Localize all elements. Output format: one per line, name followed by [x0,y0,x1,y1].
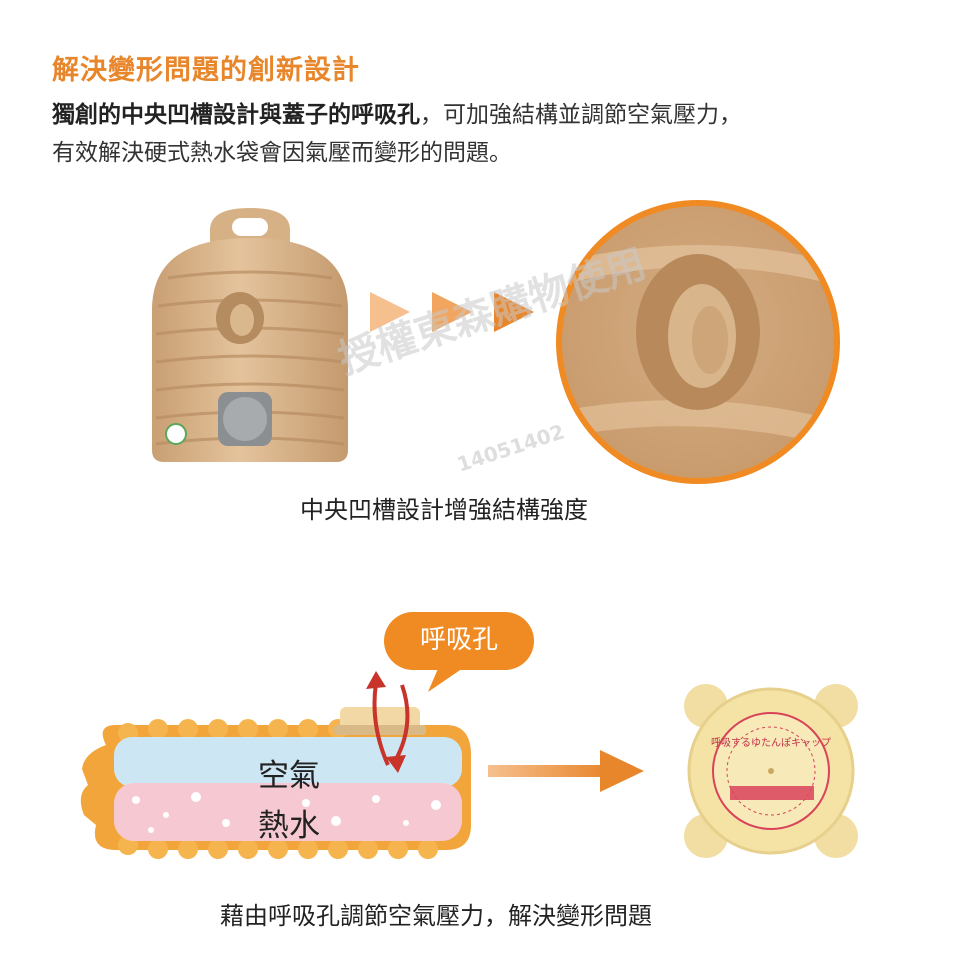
bottle-cross-section-image [80,671,472,859]
cap-text: 呼吸するゆたんぽキャップ [711,737,831,749]
watermark-code: 14051402 [454,419,568,477]
caption-bottom: 藉由呼吸孔調節空氣壓力，解決變形問題 [220,902,652,930]
breathing-cap-image: 呼吸するゆたんぽキャップ [684,684,858,858]
page-title: 解決變形問題的創新設計 [52,55,360,86]
description-bold: 獨創的中央凹槽設計與蓋子的呼吸孔 [52,102,420,128]
description: 獨創的中央凹槽設計與蓋子的呼吸孔，可加強結構並調節空氣壓力， 有效解決硬式熱水袋… [52,96,742,172]
air-label: 空氣 [258,758,320,794]
triangle-arrow-icon [370,292,534,332]
right-arrow-icon [488,750,644,792]
description-line-2: 有效解決硬式熱水袋會因氣壓而變形的問題。 [52,140,512,166]
hot-water-bottle-image [152,208,348,462]
caption-top: 中央凹槽設計增強結構強度 [300,496,588,524]
water-label: 熱水 [258,808,320,844]
callout-bubble [384,612,534,692]
callout-label: 呼吸孔 [419,625,498,655]
description-line-1: 獨創的中央凹槽設計與蓋子的呼吸孔，可加強結構並調節空氣壓力， [52,96,742,134]
groove-closeup-image [556,200,840,484]
description-rest: ，可加強結構並調節空氣壓力， [420,102,742,128]
